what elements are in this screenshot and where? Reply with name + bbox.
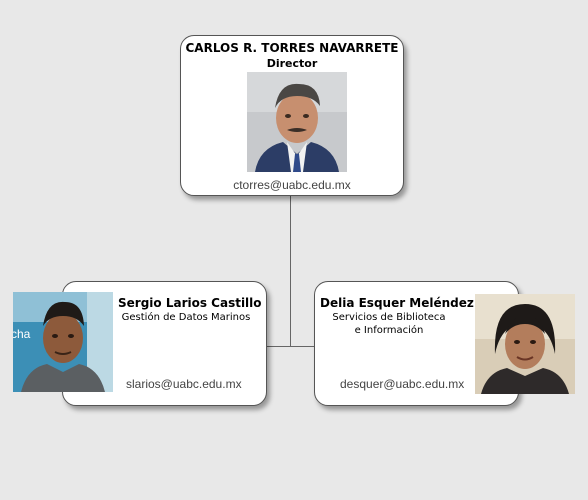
director-email[interactable]: ctorres@uabc.edu.mx <box>233 178 351 192</box>
right-role-line2: e Información <box>354 325 424 336</box>
left-role: Gestión de Datos Marinos <box>121 312 251 323</box>
left-email[interactable]: slarios@uabc.edu.mx <box>126 377 242 391</box>
right-role-line1: Servicios de Biblioteca <box>332 312 446 323</box>
right-email[interactable]: desquer@uabc.edu.mx <box>340 377 465 391</box>
connector-vertical <box>290 196 291 347</box>
director-name: CARLOS R. TORRES NAVARRETE <box>185 41 399 55</box>
director-photo <box>247 72 347 172</box>
svg-text:cha: cha <box>13 327 31 341</box>
right-name: Delia Esquer Meléndez <box>320 296 474 310</box>
left-photo: cha <box>13 292 113 392</box>
right-photo <box>475 294 575 394</box>
director-role: Director <box>266 57 318 70</box>
left-name: Sergio Larios Castillo <box>118 296 262 310</box>
connector-horizontal <box>266 346 316 347</box>
